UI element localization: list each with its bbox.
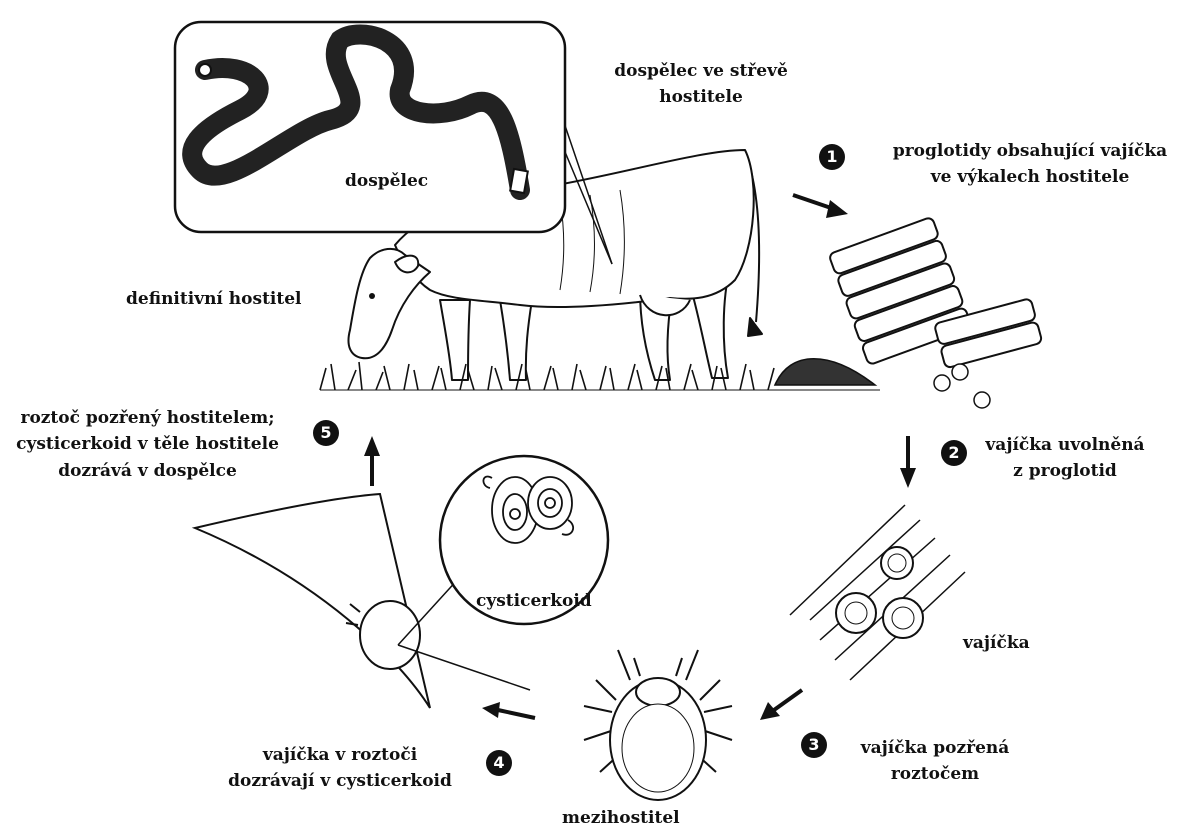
step-badge-2: 2 [941, 440, 967, 466]
infected-mite-illustration [195, 456, 608, 708]
eggs-illustration [790, 505, 965, 680]
arrow-2 [900, 436, 916, 488]
grass-and-dung [320, 359, 880, 390]
label-intermediate-host: mezihostitel [562, 805, 680, 831]
step-badge-5: 5 [313, 420, 339, 446]
arrow-3 [760, 690, 802, 720]
label-eggs-eaten: vajíčka pozřená roztočem [850, 735, 1020, 788]
arrow-4 [482, 702, 535, 718]
step-badge-3: 3 [801, 732, 827, 758]
label-definitive-host: definitivní hostitel [126, 286, 302, 312]
arrow-5 [364, 436, 380, 486]
arrow-1 [793, 195, 848, 218]
label-cysticercoid: cysticerkoid [476, 588, 572, 614]
step-badge-4: 4 [486, 750, 512, 776]
label-proglottids: proglotidy obsahující vajíčka ve výkalec… [875, 138, 1182, 191]
label-eggs: vajíčka [963, 630, 1030, 656]
label-eggs-in-mite: vajíčka v roztoči dozrávají v cysticerko… [210, 742, 470, 795]
label-adult-in-gut: dospělec ve střevě hostitele [606, 58, 796, 111]
label-mite-eaten: roztoč pozřený hostitelem; cysticerkoid … [10, 405, 285, 484]
label-eggs-released: vajíčka uvolněná z proglotid [985, 432, 1145, 485]
adult-callout [175, 22, 612, 264]
mite-illustration [584, 650, 732, 800]
label-adult: dospělec [345, 168, 428, 194]
step-badge-1: 1 [819, 144, 845, 170]
